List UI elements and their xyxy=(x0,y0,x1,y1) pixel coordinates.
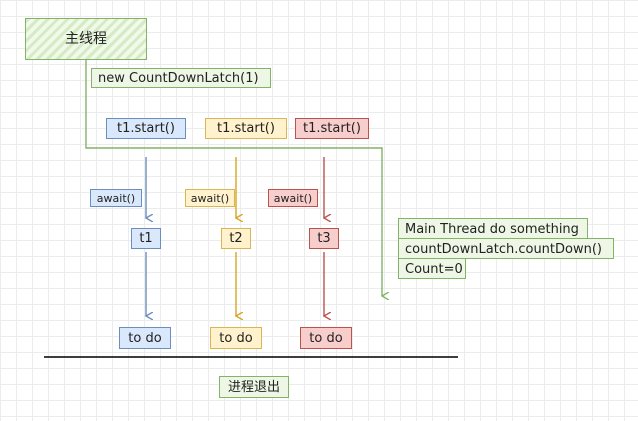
t3-todo-label: to do xyxy=(309,331,343,346)
t1-await-label: await() xyxy=(96,192,136,205)
t3-await-box: await() xyxy=(268,189,318,207)
t1-start-box: t1.start() xyxy=(106,118,186,139)
t3-todo-box: to do xyxy=(300,327,352,349)
t1-node: t1 xyxy=(131,228,161,249)
t3-await-label: await() xyxy=(273,192,313,205)
t3-label: t3 xyxy=(317,231,331,246)
t3-start-box: t1.start() xyxy=(295,118,369,139)
main-do-something-label: Main Thread do something xyxy=(405,222,579,237)
t2-node: t2 xyxy=(221,228,251,249)
t1-start-label: t1.start() xyxy=(117,121,175,136)
main-thread-connector xyxy=(85,60,382,296)
countdown-call-box: countDownLatch.countDown() xyxy=(398,238,614,259)
t2-start-label: t1.start() xyxy=(217,121,275,136)
count-zero-box: Count=0 xyxy=(398,258,466,279)
t1-await-box: await() xyxy=(90,189,142,207)
t2-label: t2 xyxy=(229,231,243,246)
t1-todo-label: to do xyxy=(128,331,162,346)
countdown-call-label: countDownLatch.countDown() xyxy=(405,242,602,257)
main-do-something-box: Main Thread do something xyxy=(398,218,588,239)
process-exit-box: 进程退出 xyxy=(219,376,289,398)
t2-await-label: await() xyxy=(190,192,230,205)
t2-start-box: t1.start() xyxy=(205,118,287,139)
countdownlatch-init-box: new CountDownLatch(1) xyxy=(91,68,271,88)
main-thread-label: 主线程 xyxy=(65,31,107,47)
countdownlatch-init-label: new CountDownLatch(1) xyxy=(98,71,259,86)
t3-start-label: t1.start() xyxy=(303,121,361,136)
main-thread-box: 主线程 xyxy=(25,18,147,60)
t2-todo-label: to do xyxy=(219,331,253,346)
t2-await-box: await() xyxy=(185,189,235,207)
count-zero-label: Count=0 xyxy=(405,262,463,277)
process-exit-label: 进程退出 xyxy=(227,380,280,395)
t2-todo-box: to do xyxy=(210,327,262,349)
t1-todo-box: to do xyxy=(119,327,171,349)
t3-node: t3 xyxy=(309,228,339,249)
t1-label: t1 xyxy=(139,231,153,246)
